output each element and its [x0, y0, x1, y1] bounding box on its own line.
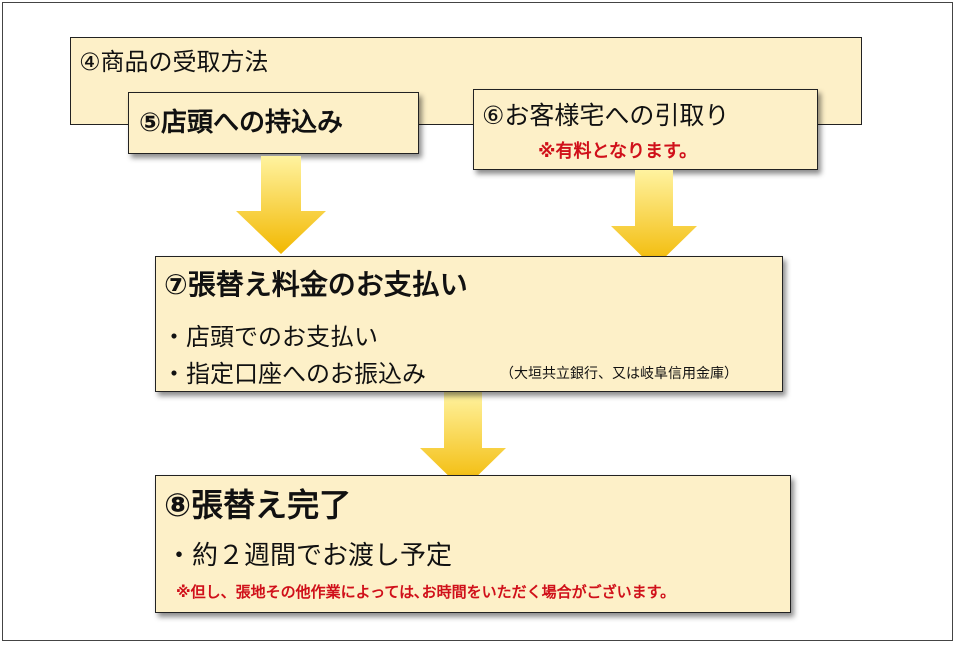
step8-title: ⑧張替え完了	[164, 486, 352, 524]
step7-box: ⑦張替え料金のお支払い ・店頭でのお支払い ・指定口座へのお振込み （大垣共立銀…	[155, 256, 783, 392]
step6-box: ⑥お客様宅への引取り ※有料となります。	[473, 89, 818, 170]
step8-note: ※但し、張地その他作業によっては､お時間をいただく場合がございます。	[176, 583, 676, 601]
step5-title: ⑤店頭への持込み	[139, 108, 344, 138]
step7-item-transfer: ・指定口座へのお振込み	[162, 360, 426, 388]
step4-title: ④商品の受取方法	[79, 48, 269, 76]
step6-note: ※有料となります。	[538, 141, 698, 162]
arrow-down-icon	[420, 392, 506, 490]
step8-box: ⑧張替え完了 ・約２週間でお渡し予定 ※但し、張地その他作業によっては､お時間を…	[155, 475, 791, 613]
step8-item-duration: ・約２週間でお渡し予定	[166, 541, 453, 571]
step6-title: ⑥お客様宅への引取り	[482, 101, 730, 130]
step5-box: ⑤店頭への持込み	[128, 92, 419, 154]
arrow-down-icon	[236, 156, 326, 254]
step7-title: ⑦張替え料金のお支払い	[164, 268, 468, 301]
arrow-down-icon	[611, 170, 697, 268]
step7-item-store: ・店頭でのお支払い	[162, 323, 378, 351]
step7-bank-note: （大垣共立銀行、又は岐阜信用金庫）	[500, 366, 738, 382]
